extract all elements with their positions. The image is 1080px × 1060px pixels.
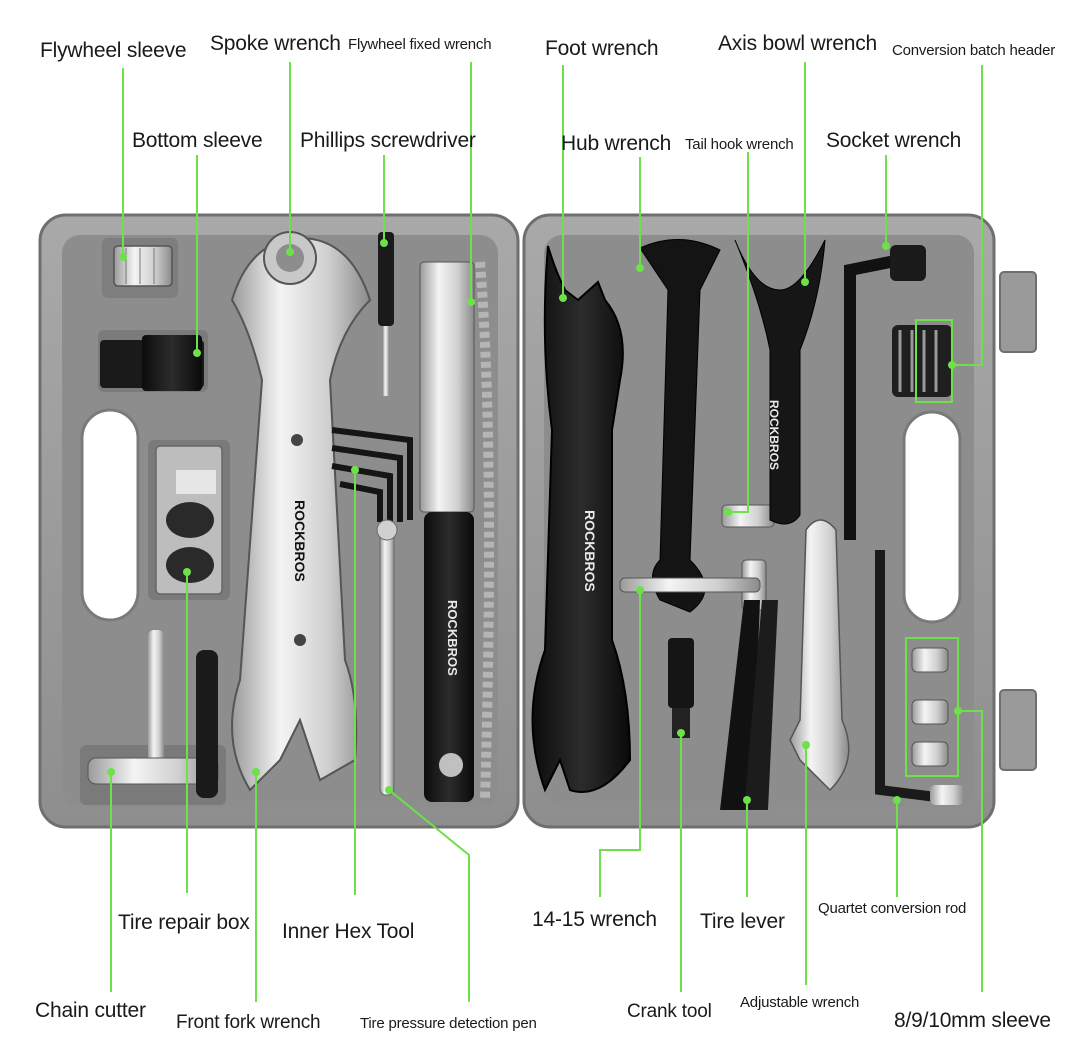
label-tire-pressure-pen: Tire pressure detection pen xyxy=(360,1015,537,1032)
hex-key-set-tool xyxy=(331,427,413,522)
foot-wrench-tool: ROCKBROS xyxy=(531,245,632,793)
label-conversion-batch-header: Conversion batch header xyxy=(892,42,1056,59)
sleeve-set-tool xyxy=(911,647,949,767)
label-axis-bowl-wrench: Axis bowl wrench xyxy=(718,32,878,55)
socket-wrench-tool xyxy=(844,245,926,540)
label-flywheel-sleeve: Flywheel sleeve xyxy=(40,39,187,62)
label-inner-hex-tool: Inner Hex Tool xyxy=(282,920,415,943)
label-foot-wrench: Foot wrench xyxy=(545,37,659,60)
label-bottom-sleeve: Bottom sleeve xyxy=(132,129,263,152)
bottom-sleeve-tool xyxy=(100,335,204,391)
foot-wrench-brand-mark: ROCKBROS xyxy=(582,510,598,592)
label-tail-hook-wrench: Tail hook wrench xyxy=(685,136,794,153)
conversion-batch-header-tool xyxy=(892,325,952,397)
label-adjustable-wrench: Adjustable wrench xyxy=(740,994,860,1011)
quartet-conversion-rod-tool xyxy=(875,550,964,805)
leader-lines xyxy=(110,62,983,1002)
label-spoke-wrench: Spoke wrench xyxy=(210,32,341,55)
chain-whip-brand-mark: ROCKBROS xyxy=(445,600,460,676)
label-14-15-wrench: 14-15 wrench xyxy=(532,908,657,931)
front-fork-brand-mark: ROCKBROS xyxy=(292,500,308,582)
wrench-14-15-tool xyxy=(619,577,761,593)
label-front-fork-wrench: Front fork wrench xyxy=(176,1012,321,1033)
crank-tool xyxy=(668,638,694,738)
label-8-9-10mm-sleeve: 8/9/10mm sleeve xyxy=(894,1009,1051,1032)
label-tire-repair-box: Tire repair box xyxy=(118,911,250,934)
tire-pressure-pen-tool xyxy=(376,519,398,796)
label-crank-tool: Crank tool xyxy=(627,1001,712,1022)
label-hub-wrench: Hub wrench xyxy=(561,132,672,155)
label-chain-cutter: Chain cutter xyxy=(35,999,146,1022)
label-phillips-screwdriver: Phillips screwdriver xyxy=(300,129,476,152)
label-tire-lever: Tire lever xyxy=(700,910,785,933)
axis-bowl-brand-mark: ROCKBROS xyxy=(767,400,781,470)
label-quartet-conversion-rod: Quartet conversion rod xyxy=(818,900,967,917)
leader-dots xyxy=(107,239,962,804)
chain-cutter-tool xyxy=(87,630,219,798)
phillips-screwdriver-tool xyxy=(378,232,394,396)
axis-bowl-wrench-tool: ROCKBROS xyxy=(734,239,826,525)
flywheel-fixed-wrench-tool: ROCKBROS xyxy=(419,261,494,802)
front-fork-wrench-tool: ROCKBROS xyxy=(230,231,372,792)
label-flywheel-fixed-wrench: Flywheel fixed wrench xyxy=(348,36,492,53)
flywheel-sleeve-tool xyxy=(113,245,173,287)
adjustable-wrench-tool xyxy=(789,519,850,792)
label-socket-wrench: Socket wrench xyxy=(826,129,962,152)
tire-lever-tool xyxy=(720,600,778,810)
tire-repair-box-tool xyxy=(155,445,223,595)
